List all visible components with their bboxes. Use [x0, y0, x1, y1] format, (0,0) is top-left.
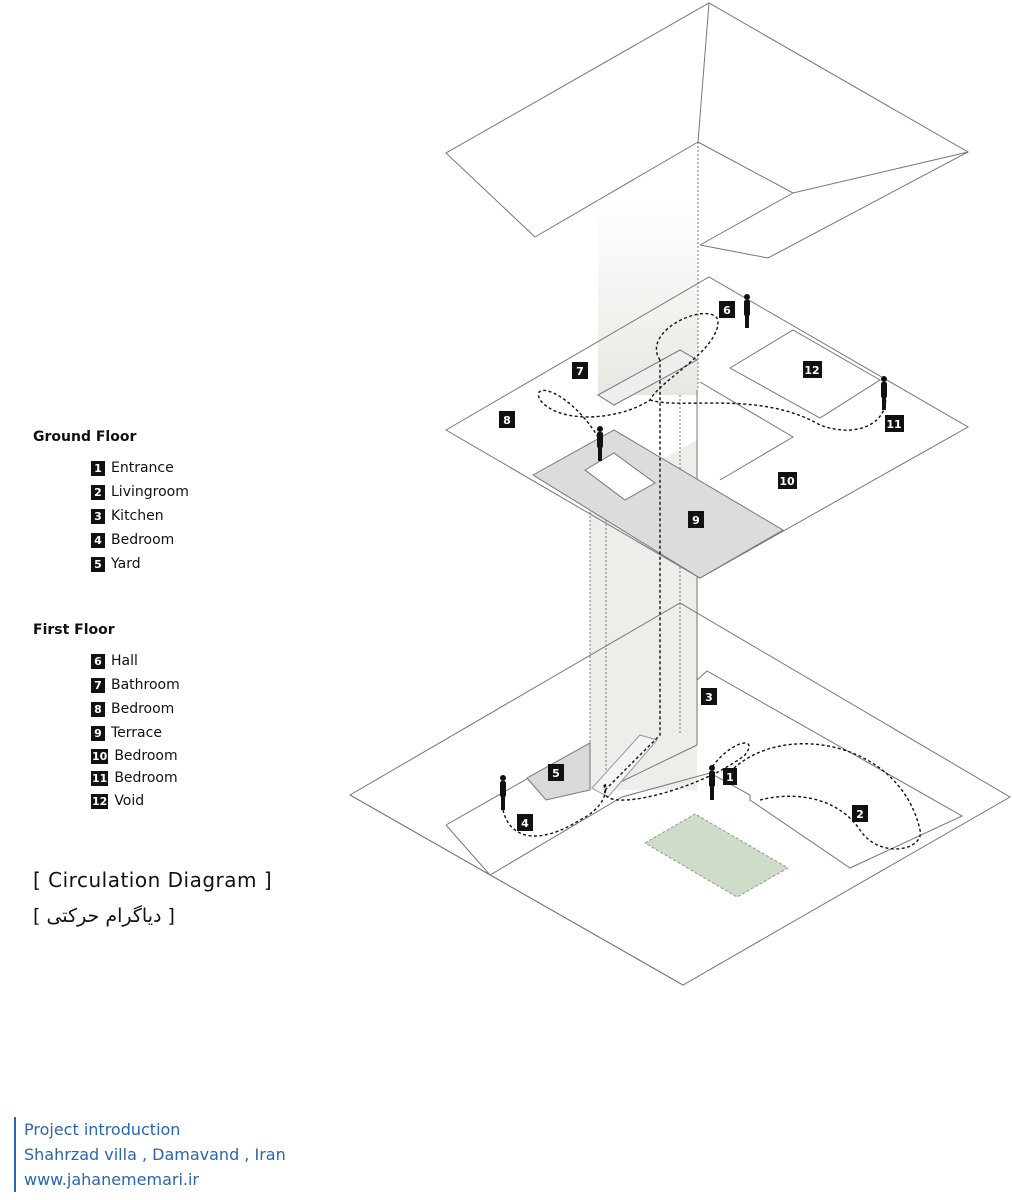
- room-tags: 1 2 3 4 5 6 7 8 9 10 11 12: [499, 301, 904, 831]
- legend-label: Entrance: [111, 460, 174, 476]
- legend-label: Bedroom: [114, 748, 178, 764]
- tag-5: 5: [548, 764, 564, 781]
- legend-item: 5 Yard: [91, 552, 189, 576]
- tag-3: 3: [701, 688, 717, 705]
- svg-text:7: 7: [576, 365, 584, 378]
- tag-10: 10: [778, 472, 797, 489]
- ground-floor-heading: Ground Floor: [33, 429, 137, 445]
- website-link[interactable]: www.jahanememari.ir: [24, 1170, 200, 1189]
- legend-label: Yard: [111, 556, 141, 572]
- person-icons: [500, 294, 887, 810]
- svg-text:5: 5: [552, 767, 560, 780]
- svg-text:8: 8: [503, 414, 511, 427]
- legend-number: 10: [91, 748, 109, 764]
- svg-text:10: 10: [779, 475, 795, 488]
- ground-floor-plate: [348, 602, 1011, 986]
- legend-item: 9 Terrace: [91, 721, 180, 745]
- legend-number: 4: [91, 532, 105, 548]
- person-icon: [709, 765, 715, 800]
- person-icon: [881, 376, 887, 410]
- roof: [445, 2, 970, 259]
- person-icon: [744, 294, 750, 328]
- legend-item: 7 Bathroom: [91, 673, 180, 697]
- tag-2: 2: [852, 805, 868, 822]
- legend-item: 10 Bedroom: [91, 745, 180, 767]
- legend-item: 8 Bedroom: [91, 697, 180, 721]
- diagram-title: [ Circulation Diagram ]: [33, 868, 273, 892]
- legend-label: Bathroom: [111, 677, 180, 693]
- tag-8: 8: [499, 411, 515, 428]
- legend-label: Void: [114, 793, 145, 809]
- tag-9: 9: [688, 511, 704, 528]
- legend-number: 12: [91, 793, 109, 809]
- person-icon: [500, 775, 506, 810]
- legend-label: Bedroom: [111, 701, 175, 717]
- tag-7: 7: [572, 362, 588, 379]
- diagram-title-farsi: [ دیاگرام حرکتی ]: [33, 905, 175, 927]
- legend-label: Terrace: [111, 725, 162, 741]
- project-intro-label: Project introduction: [24, 1120, 181, 1139]
- legend-item: 6 Hall: [91, 649, 180, 673]
- legend-item: 12 Void: [91, 789, 180, 813]
- legend-label: Bedroom: [114, 770, 178, 786]
- legend-item: 1 Entrance: [91, 456, 189, 480]
- project-location: Shahrzad villa , Damavand , Iran: [24, 1145, 286, 1164]
- person-icon: [597, 426, 603, 461]
- svg-text:3: 3: [705, 691, 713, 704]
- legend-number: 11: [91, 770, 109, 786]
- legend-label: Kitchen: [111, 508, 164, 524]
- svg-text:9: 9: [692, 514, 700, 527]
- legend-number: 2: [91, 484, 105, 500]
- legend-label: Livingroom: [111, 484, 189, 500]
- svg-text:4: 4: [521, 817, 529, 830]
- legend-item: 2 Livingroom: [91, 480, 189, 504]
- legend-label: Hall: [111, 653, 138, 669]
- legend-number: 5: [91, 556, 105, 572]
- first-floor-heading: First Floor: [33, 622, 115, 638]
- legend-number: 1: [91, 460, 105, 476]
- legend-item: 11 Bedroom: [91, 767, 180, 789]
- legend-number: 3: [91, 508, 105, 524]
- tag-1: 1: [723, 768, 737, 785]
- legend-number: 7: [91, 677, 105, 693]
- svg-text:1: 1: [726, 771, 734, 784]
- svg-text:2: 2: [856, 808, 864, 821]
- svg-text:11: 11: [886, 418, 901, 431]
- legend-number: 8: [91, 701, 105, 717]
- tag-11: 11: [885, 415, 904, 432]
- tag-4: 4: [517, 814, 533, 831]
- tag-12: 12: [803, 361, 822, 378]
- project-info: Project introduction Shahrzad villa , Da…: [14, 1117, 286, 1192]
- legend-label: Bedroom: [111, 532, 175, 548]
- legend-number: 9: [91, 725, 105, 741]
- svg-text:12: 12: [804, 364, 819, 377]
- svg-text:6: 6: [723, 304, 731, 317]
- first-floor-plate: [445, 276, 970, 579]
- legend-item: 4 Bedroom: [91, 528, 189, 552]
- circulation-path: [502, 312, 921, 850]
- legend-item: 3 Kitchen: [91, 504, 189, 528]
- tag-6: 6: [719, 301, 735, 318]
- legend-number: 6: [91, 653, 105, 669]
